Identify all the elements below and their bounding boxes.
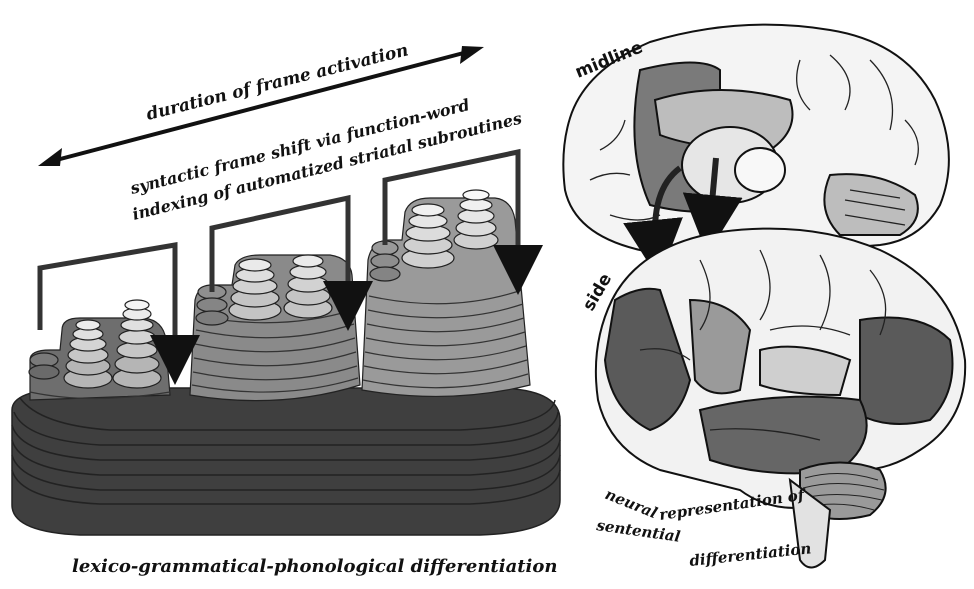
terraced-landscape (12, 190, 560, 535)
hill-left (29, 300, 170, 400)
neural-label-1: neural (603, 485, 661, 522)
base-slab (12, 388, 560, 535)
bottom-label: lexico-grammatical-phonological differen… (72, 556, 557, 577)
neural-label-4: differentiation (689, 539, 813, 570)
neural-label-2: representation of (658, 485, 808, 524)
duration-label: duration of frame activation (144, 40, 410, 125)
hill-middle (190, 255, 360, 401)
